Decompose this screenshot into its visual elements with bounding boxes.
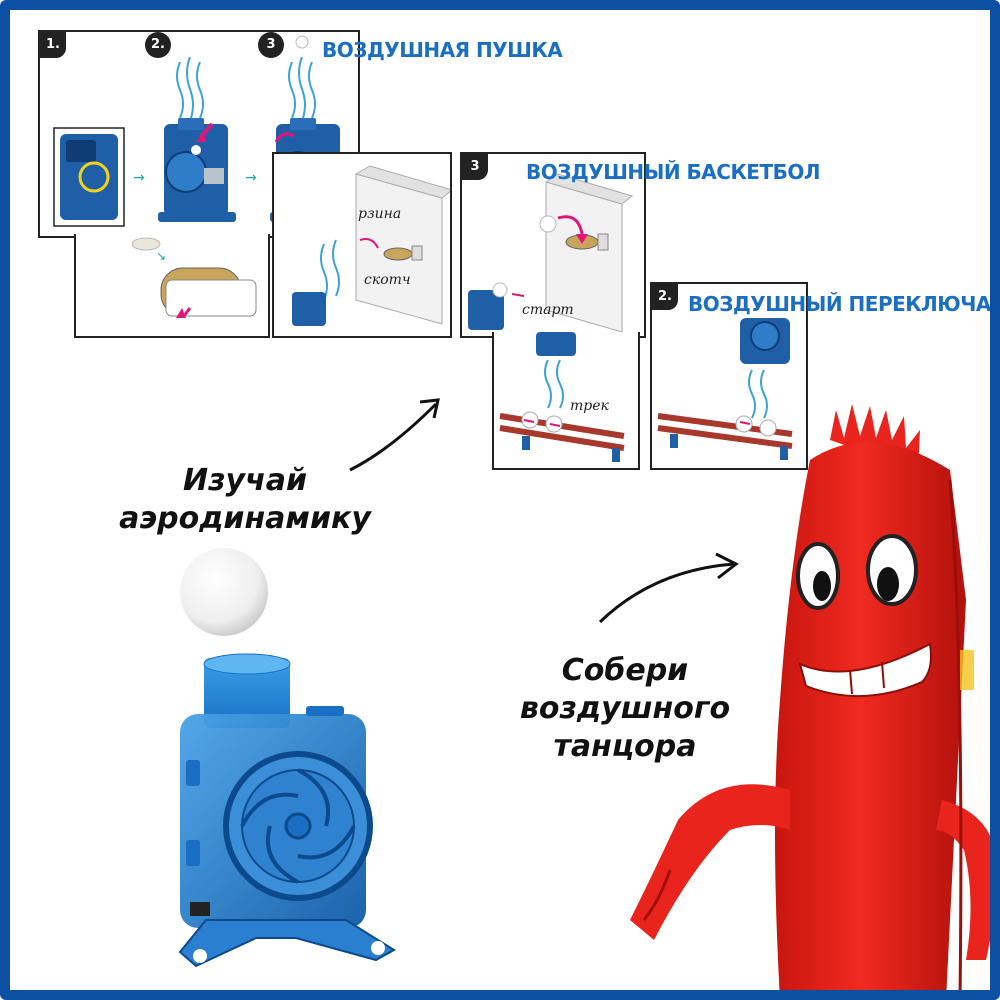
svg-text:→: → xyxy=(245,170,257,186)
build-line-1: Собери xyxy=(561,653,689,688)
basket-wall-illustration xyxy=(292,165,450,326)
build-line-3: танцора xyxy=(553,729,697,764)
tape-caption: скотч xyxy=(364,272,411,288)
track-illustration-left xyxy=(499,332,625,462)
learn-arrow-icon xyxy=(349,398,440,472)
air-basketball-title: ВОЗДУШНЫЙ БАСКЕТБОЛ xyxy=(526,160,820,184)
build-line-2: воздушного xyxy=(519,691,731,726)
foam-ball-image xyxy=(180,548,268,636)
highlight-circle-icon xyxy=(78,161,110,193)
start-caption: старт xyxy=(522,302,574,318)
ball-assembly-panel: ↘ xyxy=(74,234,270,338)
step-badge-1: 1. xyxy=(40,32,66,58)
step-badge-2: 2. xyxy=(145,32,171,58)
learn-line-1: Изучай xyxy=(183,463,307,498)
air-basketball-panel: 3 xyxy=(460,152,646,338)
switch-step-badge: 2. xyxy=(652,284,678,310)
air-cannon-title: ВОЗДУШНАЯ ПУШКА xyxy=(322,38,563,62)
learn-aerodynamics-text: Изучай аэродинамику xyxy=(80,462,410,538)
basketball-setup-panel xyxy=(272,152,452,338)
switch-illustration xyxy=(657,318,793,460)
basketball-step-badge: 3 xyxy=(462,154,488,180)
air-switch-left-panel xyxy=(492,332,640,470)
build-arrow-icon xyxy=(598,552,739,624)
air-switch-title: ВОЗДУШНЫЙ ПЕРЕКЛЮЧАТЕЛЬ xyxy=(688,292,991,316)
air-dancer-image xyxy=(630,404,990,990)
learn-line-2: аэродинамику xyxy=(119,501,371,536)
air-pump-image xyxy=(178,653,396,968)
svg-text:↘: ↘ xyxy=(156,249,166,263)
build-dancer-text: Собери воздушного танцора xyxy=(450,652,800,766)
svg-text:→: → xyxy=(133,170,145,186)
air-switch-panel: 2. xyxy=(650,282,808,470)
track-caption: трек xyxy=(570,398,609,414)
basketball-illustration xyxy=(468,173,634,333)
step-badge-3: 3 xyxy=(258,32,284,58)
band-illustration: ↘ xyxy=(131,237,257,318)
basket-caption: рзина xyxy=(358,206,402,222)
